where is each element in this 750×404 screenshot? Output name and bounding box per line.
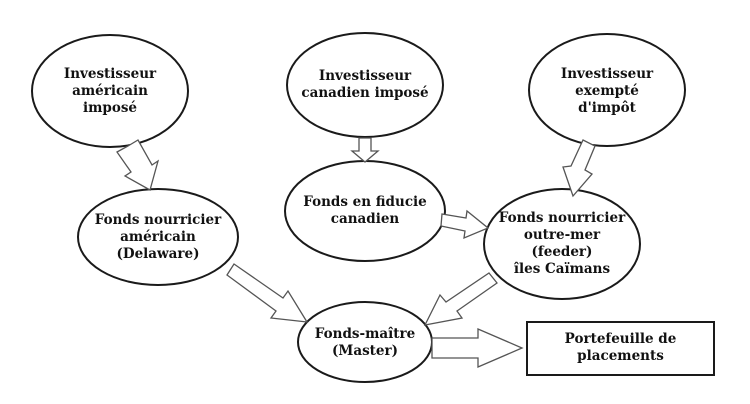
- portfolio-box: [526, 321, 715, 376]
- arrow-offshore-to-master: [423, 272, 498, 326]
- arrow-trust-to-offshore: [440, 209, 490, 240]
- exempt-investor-ellipse: [528, 33, 686, 147]
- ca-investor-ellipse: [286, 32, 444, 138]
- us-feeder-ellipse: [77, 188, 239, 286]
- us-investor-ellipse: [31, 34, 189, 148]
- arrow-us-feeder-to-master: [226, 263, 309, 323]
- ca-trust-fund-ellipse: [284, 160, 446, 262]
- offshore-feeder-ellipse: [483, 188, 641, 300]
- arrow-master-to-portfolio: [431, 328, 524, 368]
- arrow-us-investor-to-us-feeder: [116, 139, 160, 191]
- master-fund-ellipse: [297, 301, 433, 383]
- arrow-exempt-to-offshore: [562, 139, 596, 198]
- arrow-ca-investor-to-trust-fund: [350, 137, 380, 163]
